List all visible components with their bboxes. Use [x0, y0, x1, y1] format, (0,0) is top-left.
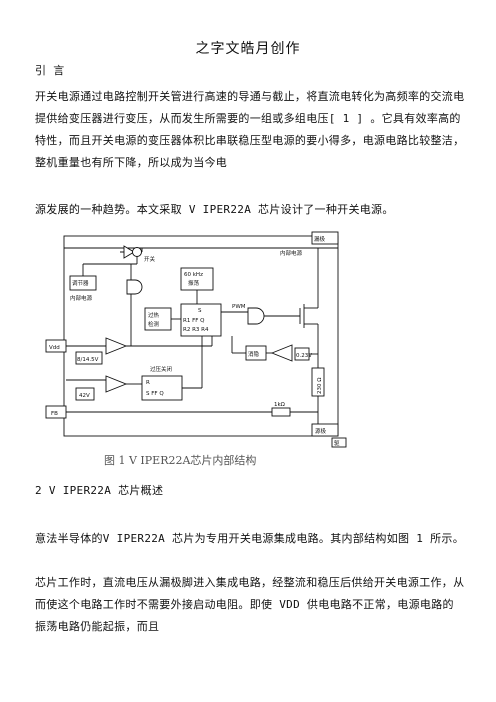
paragraph-intro: 开关电源通过电路控制开关管进行高速的导通与截止，将直流电转化为高频率的交流电提供… — [35, 90, 465, 169]
sense-resistor — [311, 367, 325, 397]
figure-caption: 图 1 V IPER22A芯片内部结构 — [104, 454, 257, 467]
paragraph-intro-continued: 源发展的一种趋势。本文采取 V IPER22A 芯片设计了一种开关电源。 — [35, 203, 394, 216]
label-blanking: 消隐 — [248, 350, 260, 358]
label-fb: FB — [51, 411, 58, 417]
label-internal-bias: 内部电源 — [70, 294, 93, 302]
label-fb-resistor: 1kΩ — [274, 402, 285, 408]
label-vdd: Vdd — [49, 345, 60, 351]
label-internal-supply: 内部电源 — [280, 249, 303, 257]
label-sense-resistor: 230 Ω — [317, 378, 323, 394]
label-pwm: PWM — [232, 304, 246, 310]
label-ovp: 过压关闭 — [150, 365, 172, 373]
label-overheat-detect: 检测 — [148, 320, 160, 328]
label-ref-voltage: 0.23V — [296, 353, 312, 359]
source-pin-box — [311, 423, 339, 437]
drain-pin-box — [311, 231, 339, 245]
label-ovp-voltage: 42V — [79, 393, 90, 399]
ovp-latch-box — [141, 375, 183, 401]
label-overheat: 过热 — [148, 311, 160, 319]
label-source: 源极 — [315, 427, 327, 435]
label-uvlo-voltage: 8/14.5V — [77, 357, 99, 363]
label-switch: 开关 — [144, 255, 156, 263]
paragraph-overview: 意法半导体的V IPER22A 芯片为专用开关电源集成电路。其内部结构如图 1 … — [35, 532, 464, 545]
document-title: 之字文皓月创作 — [195, 41, 301, 57]
label-ff-reset1: R1 FF Q — [183, 318, 205, 324]
section-heading-overview: 2 V IPER22A 芯片概述 — [35, 484, 164, 497]
paragraph-operation: 芯片工作时，直流电压从漏极脚进入集成电路，经整流和稳压后供给开关电源工作，从而使… — [35, 576, 465, 633]
flipflop-box — [180, 303, 222, 337]
label-corner: 驱 — [334, 440, 340, 447]
label-ff-set: S — [198, 308, 202, 314]
label-latch-reset: R — [146, 380, 150, 386]
label-oscillator: 振荡 — [188, 279, 200, 287]
chip-block-diagram: 漏极 内部电源 开关 调节器 内部电源 60 kHz 振荡 PWM 过热 检测 … — [45, 231, 347, 448]
label-regulator: 调节器 — [72, 279, 89, 287]
section-heading-intro: 引 言 — [35, 64, 65, 77]
label-drain: 漏极 — [314, 235, 326, 243]
label-ff-reset2: R2 R3 R4 — [183, 327, 209, 333]
label-oscillator-freq: 60 kHz — [184, 272, 203, 278]
label-latch-ff: S FF Q — [146, 391, 164, 397]
chip-outline — [63, 235, 339, 437]
